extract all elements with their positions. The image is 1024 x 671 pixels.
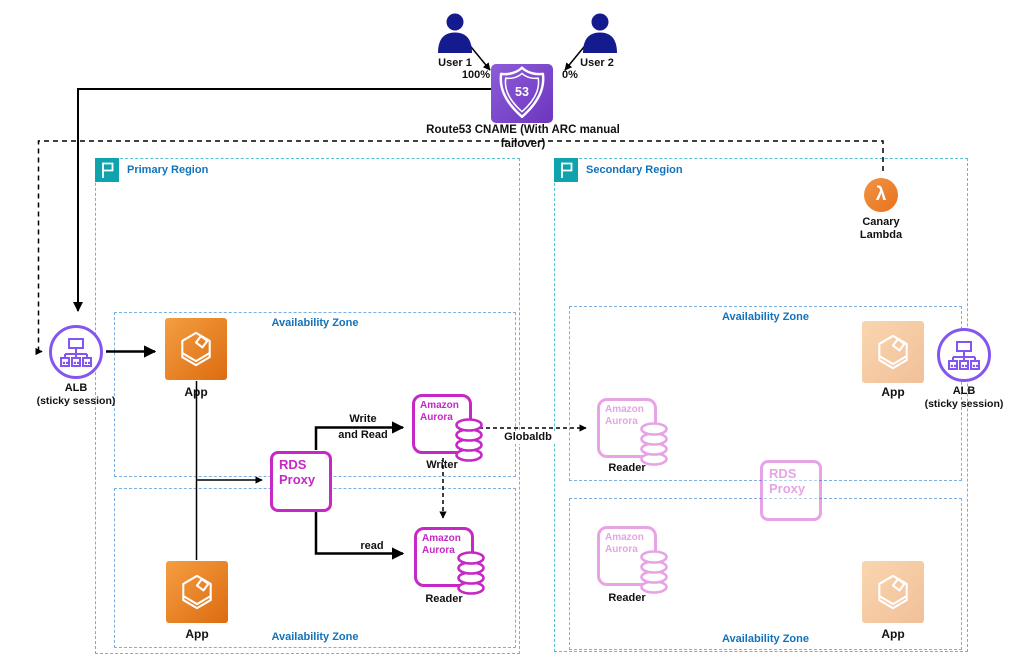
reader-label: Reader [425,593,463,605]
load-balancer-icon [948,341,980,370]
route53-caption: Route53 CNAME (With ARC manual failover) [426,124,620,150]
aurora-writer-icon: Amazon Aurora [412,394,483,462]
edge-rdsproxy-to-writer [314,421,405,450]
alb-right-icon [937,328,991,382]
user-1-icon [433,12,477,59]
region-flag-icon [554,158,578,182]
edge-label-read: read [360,540,384,552]
secondary-az-bottom: Availability Zone [569,498,962,650]
aurora-title: Amazon Aurora [605,532,644,555]
edge-label-write-read: Write and Read [338,413,388,441]
app-label: App [185,627,209,641]
aurora-title: Amazon Aurora [422,533,461,556]
user-2-weight: 0% [562,69,578,81]
rds-proxy-primary: RDS Proxy [270,451,332,512]
canary-lambda-label: Canary Lambda [859,216,903,241]
availability-zone-label: Availability Zone [271,317,359,329]
lambda-glyph: λ [875,184,887,205]
edge-label-globaldb: Globaldb [500,431,556,444]
user-1-weight: 100% [461,69,491,81]
lambda-icon: λ [864,178,898,212]
route53-icon: 53 [491,64,553,123]
database-cylinder-icon [457,551,485,595]
secondary-region-box: Secondary Region Availability Zone Avail… [554,158,968,652]
user-1-label: User 1 [438,57,472,69]
aurora-reader-secondary-top-icon: Amazon Aurora [597,398,668,466]
container-icon [181,331,211,367]
aurora-title: Amazon Aurora [605,404,644,427]
app-label: App [881,385,905,399]
availability-zone-label: Availability Zone [271,631,359,643]
app-secondary-bottom-icon [862,561,924,623]
database-cylinder-icon [640,550,668,594]
load-balancer-icon [60,338,92,367]
container-icon [878,334,908,370]
writer-label: Writer [426,459,458,471]
user-2-icon [578,12,622,59]
user-2-label: User 2 [580,57,614,69]
database-cylinder-icon [640,422,668,466]
rds-proxy-secondary: RDS Proxy [760,460,822,521]
reader-label: Reader [608,462,646,474]
secondary-az-top: Availability Zone [569,306,962,481]
container-icon [182,574,212,610]
availability-zone-label: Availability Zone [721,311,809,323]
reader-label: Reader [608,592,646,604]
alb-left-icon [49,325,103,379]
alb-right-label: ALB (sticky session) [924,385,1004,410]
rds-proxy-label: RDS Proxy [769,466,806,496]
region-flag-icon [95,158,119,182]
app-secondary-top-icon [862,321,924,383]
app-label: App [881,627,905,641]
route53-badge: 53 [515,85,529,99]
rds-proxy-label: RDS Proxy [279,457,316,487]
app-primary-bottom-icon [166,561,228,623]
alb-left-label: ALB (sticky session) [36,382,116,407]
edge-cname-failover-dashed [37,140,884,352]
app-primary-top-icon [165,318,227,380]
edge-rdsproxy-to-reader [314,512,405,560]
secondary-region-label: Secondary Region [586,164,683,176]
availability-zone-label: Availability Zone [721,633,809,645]
primary-region-label: Primary Region [127,164,209,176]
aurora-reader-secondary-bottom-icon: Amazon Aurora [597,526,668,594]
edge-route53-to-alb [73,88,497,312]
shield-icon [499,66,545,119]
database-cylinder-icon [455,418,483,462]
aurora-reader-primary-icon: Amazon Aurora [414,527,485,595]
container-icon [878,574,908,610]
aurora-title: Amazon Aurora [420,400,459,423]
